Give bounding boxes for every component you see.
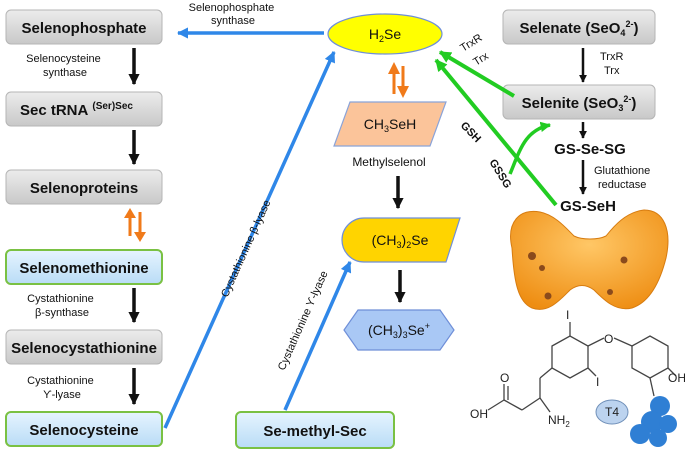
iodine-top-label: I (566, 308, 569, 322)
se-methyl-sec-label: Se-methyl-Sec (263, 423, 366, 440)
amine-label: NH2 (548, 413, 570, 429)
carboxyl-o-label: O (500, 371, 509, 385)
arrow-semethylsec-to-dimethylselenide (283, 260, 352, 411)
selenocystathionine-node: Selenocystathionine (5, 329, 163, 365)
trxr-label: TrxR (458, 32, 484, 55)
t4-protein-image (595, 396, 677, 447)
selenophosphate-synthase-label: Selenophosphate synthase (189, 2, 278, 27)
gssg-label: GSSG (486, 157, 513, 190)
sec-trna-node: Sec tRNA(Ser)Sec (5, 91, 163, 127)
t4-label: T4 (605, 405, 619, 419)
ch3seh-node: CH3SeH (333, 101, 447, 147)
gsh-label: GSH (458, 120, 483, 146)
se-methyl-sec-node: Se-methyl-Sec (235, 411, 395, 449)
selenocystathionine-label: Selenocystathionine (11, 340, 157, 357)
selenocysteine-synthase-label: Selenocysteine synthase (26, 53, 104, 79)
selenophosphate-label: Selenophosphate (21, 20, 146, 37)
ch3seh-label: CH3SeH (364, 116, 416, 134)
arrow-gsh-to-gssesg (508, 121, 552, 175)
h2se-label: H2Se (369, 26, 401, 44)
orange-reversible-arrows-middle (388, 62, 409, 98)
selenophosphate-node: Selenophosphate (5, 9, 163, 45)
carboxyl-oh-label: OH (470, 407, 488, 421)
iodine-bottom-label: I (596, 375, 599, 389)
gs-se-sg-label: GS-Se-SG (554, 141, 626, 158)
selenoproteins-label: Selenoproteins (30, 180, 138, 197)
trimethylselenonium-node: (CH3)3Se+ (343, 309, 455, 351)
selenate-node: Selenate (SeO42-) (502, 9, 656, 45)
thyroid-gland-image (510, 209, 669, 310)
cystathionine-y-lyase-label: Cystathionine ϒ-lyase (27, 375, 97, 401)
arrow-gsseh-to-h2se (434, 58, 558, 207)
h2se-node: H2Se (327, 13, 443, 55)
orange-reversible-arrows-left (124, 208, 146, 242)
trimethylselenonium-label: (CH3)3Se+ (368, 321, 430, 340)
arrow-selenocysteine-to-h2se (163, 50, 336, 429)
cystathionine-b-synthase-label: Cystathionine β-synthase (27, 293, 97, 319)
oxygen-label: O (604, 332, 613, 346)
selenomethionine-label: Selenomethionine (19, 260, 148, 277)
selenocysteine-node: Selenocysteine (5, 411, 163, 447)
selenite-node: Selenite (SeO32-) (502, 84, 656, 120)
trx-label: Trx (471, 50, 491, 69)
sec-trna-label: Sec tRNA(Ser)Sec (20, 101, 133, 119)
glutathione-reductase-label: Glutathione reductase (594, 165, 653, 191)
gs-seh-label: GS-SeH (560, 198, 616, 215)
hydroxyl-label: OH (668, 371, 685, 385)
dimethylselenide-label: (CH3)2Se (372, 232, 429, 250)
arrow-selenite-to-h2se (438, 50, 516, 98)
selenocysteine-label: Selenocysteine (29, 422, 138, 439)
trxr-trx-right-label: TrxR Trx (600, 51, 626, 77)
thyroxine-structure (487, 322, 677, 413)
selenomethionine-node: Selenomethionine (5, 249, 163, 285)
cystathionine-b-lyase-label: Cystathionine β-lyase (219, 198, 273, 299)
dimethylselenide-node: (CH3)2Se (341, 217, 461, 263)
selenate-label: Selenate (SeO42-) (520, 19, 639, 38)
selenite-label: Selenite (SeO32-) (522, 94, 637, 113)
selenoproteins-node: Selenoproteins (5, 169, 163, 205)
methylselenol-label: Methylselenol (352, 155, 425, 169)
